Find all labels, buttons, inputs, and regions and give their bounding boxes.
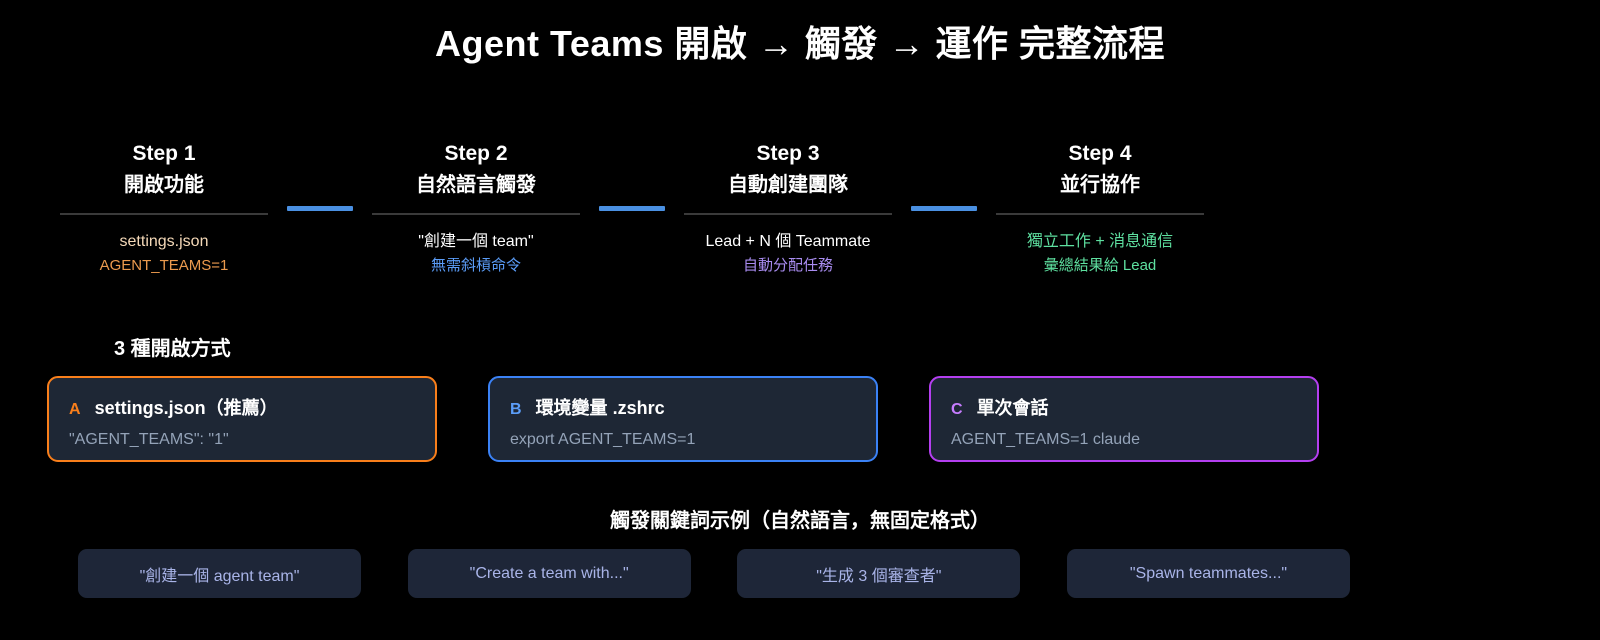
flow-step-1: Step 1 開啟功能 settings.json AGENT_TEAMS=1 xyxy=(60,138,268,279)
method-card-b-letter: B xyxy=(510,401,522,418)
step-1-name: 開啟功能 xyxy=(124,173,204,196)
method-card-b-head: B 環境變量 .zshrc xyxy=(510,394,856,420)
flow-connector-3-4 xyxy=(892,138,996,211)
keyword-pills-row: "創建一個 agent team" "Create a team with...… xyxy=(78,549,1350,598)
method-card-c[interactable]: C 單次會話 AGENT_TEAMS=1 claude xyxy=(929,376,1319,462)
method-card-b-code: export AGENT_TEAMS=1 xyxy=(510,431,696,448)
methods-cards-row: A settings.json（推薦） "AGENT_TEAMS": "1" B… xyxy=(47,376,1319,462)
connector-line-icon xyxy=(287,206,353,211)
connector-line-icon xyxy=(599,206,665,211)
method-card-a-code: "AGENT_TEAMS": "1" xyxy=(69,431,229,448)
keyword-pill-1[interactable]: "創建一個 agent team" xyxy=(78,549,361,598)
keyword-pill-3[interactable]: "生成 3 個審查者" xyxy=(737,549,1021,598)
step-1-detail-primary: settings.json xyxy=(119,232,209,250)
step-2-detail-primary: "創建一個 team" xyxy=(418,232,534,250)
connector-line-icon xyxy=(911,206,977,211)
step-4-detail-secondary: 彙總結果給 Lead xyxy=(1043,257,1157,275)
step-1-detail-secondary: AGENT_TEAMS=1 xyxy=(99,257,229,275)
keywords-heading: 觸發關鍵詞示例（自然語言，無固定格式） xyxy=(610,510,990,532)
method-card-a[interactable]: A settings.json（推薦） "AGENT_TEAMS": "1" xyxy=(47,376,437,462)
flow-steps-row: Step 1 開啟功能 settings.json AGENT_TEAMS=1 … xyxy=(60,138,1315,279)
method-card-b-title: 環境變量 .zshrc xyxy=(535,398,665,418)
method-card-a-head: A settings.json（推薦） xyxy=(69,394,415,420)
step-3-divider xyxy=(684,212,892,215)
methods-heading: 3 種開啟方式 xyxy=(114,338,231,360)
keyword-pill-4[interactable]: "Spawn teammates..." xyxy=(1066,549,1350,598)
flow-step-2: Step 2 自然語言觸發 "創建一個 team" 無需斜槓命令 xyxy=(372,138,580,279)
step-2-label: Step 2 xyxy=(444,142,508,165)
step-3-name: 自動創建團隊 xyxy=(728,173,848,196)
step-4-detail-primary: 獨立工作 + 消息通信 xyxy=(1026,232,1174,250)
step-1-label: Step 1 xyxy=(132,142,196,165)
keyword-pill-2[interactable]: "Create a team with..." xyxy=(407,549,691,598)
method-card-c-title: 單次會話 xyxy=(976,398,1049,418)
step-2-detail-secondary: 無需斜槓命令 xyxy=(430,257,521,275)
step-3-detail-primary: Lead + N 個 Teammate xyxy=(705,232,871,250)
flow-step-4: Step 4 並行協作 獨立工作 + 消息通信 彙總結果給 Lead xyxy=(996,138,1204,279)
step-3-label: Step 3 xyxy=(756,142,820,165)
method-card-a-letter: A xyxy=(69,401,81,418)
method-card-b[interactable]: B 環境變量 .zshrc export AGENT_TEAMS=1 xyxy=(488,376,878,462)
method-card-c-letter: C xyxy=(951,401,963,418)
step-4-label: Step 4 xyxy=(1068,142,1132,165)
step-1-divider xyxy=(60,212,268,215)
method-card-c-head: C 單次會話 xyxy=(951,394,1297,420)
flow-connector-1-2 xyxy=(268,138,372,211)
page-title: Agent Teams 開啟 → 觸發 → 運作 完整流程 xyxy=(435,23,1165,64)
step-2-name: 自然語言觸發 xyxy=(416,173,536,196)
step-3-detail-secondary: 自動分配任務 xyxy=(742,257,833,275)
method-card-a-title: settings.json（推薦） xyxy=(94,398,278,418)
step-2-divider xyxy=(372,212,580,215)
flow-step-3: Step 3 自動創建團隊 Lead + N 個 Teammate 自動分配任務 xyxy=(684,138,892,279)
step-4-divider xyxy=(996,212,1204,215)
flow-connector-2-3 xyxy=(580,138,684,211)
method-card-c-code: AGENT_TEAMS=1 claude xyxy=(951,431,1140,448)
step-4-name: 並行協作 xyxy=(1060,173,1140,196)
